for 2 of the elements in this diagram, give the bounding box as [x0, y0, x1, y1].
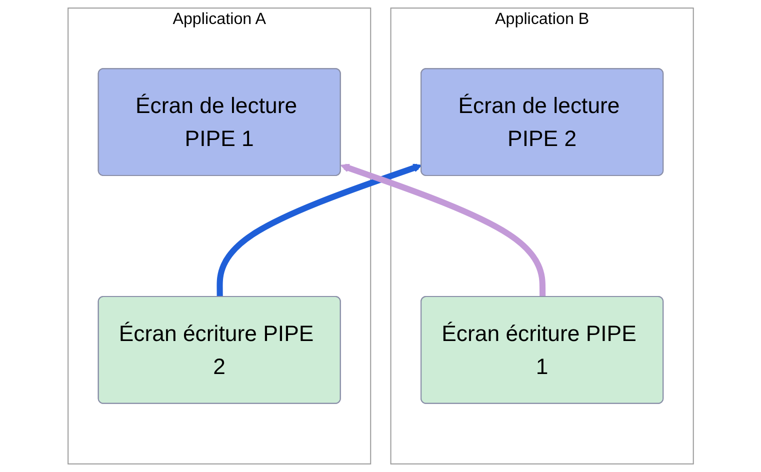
arrow — [216, 164, 422, 298]
arrow — [340, 164, 546, 298]
